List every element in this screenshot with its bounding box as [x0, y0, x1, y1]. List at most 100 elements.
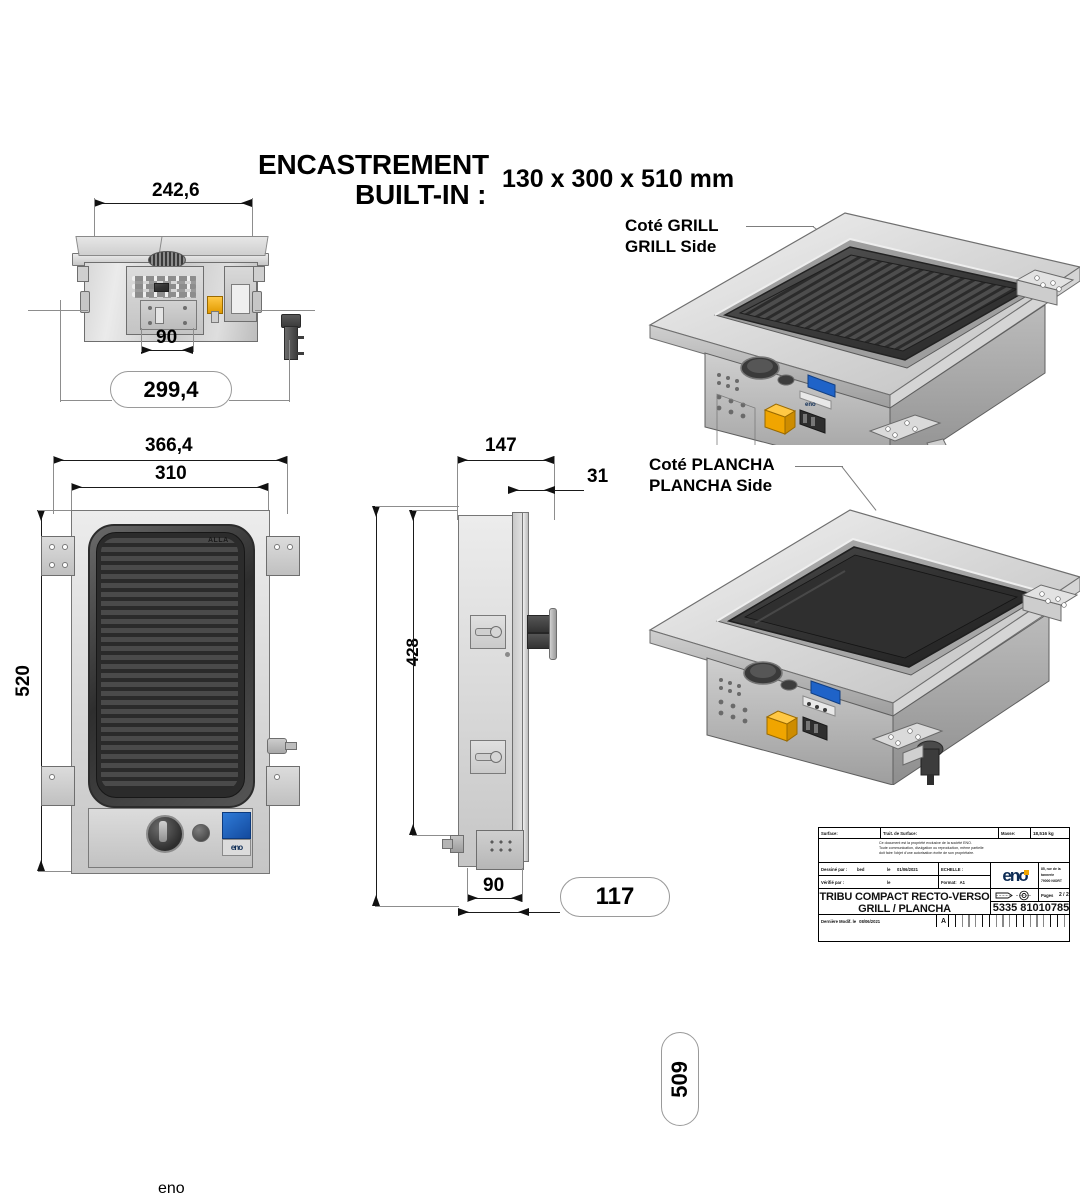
latch-bottom-pin: [490, 751, 502, 763]
tb-address-l1: 85, rue de la tannerie: [1041, 867, 1061, 877]
side-view-body: [458, 515, 514, 867]
dim-line-31: [508, 490, 554, 491]
tb-part-number: 5335 81010785: [991, 902, 1069, 915]
tb-checked-by-label: Vérifié par :: [819, 876, 855, 889]
dim-line-242-6: [94, 203, 252, 204]
dim-line-520: [41, 510, 42, 871]
dim-line-90-side: [467, 898, 522, 899]
screw-c: [148, 321, 152, 325]
tb-legal-l3: doit faire l'objet d'une autorisation éc…: [879, 850, 975, 855]
callout-plancha-leader-1: [795, 466, 843, 467]
bracket-hole-bl-1: [49, 774, 55, 780]
dim-line-117: [458, 912, 560, 913]
bracket-hole-tr-1: [274, 544, 280, 550]
dim-147: 147: [485, 435, 517, 456]
screw-b: [183, 306, 187, 310]
gas-valve-stem: [211, 311, 219, 323]
callout-plancha: Coté PLANCHA PLANCHA Side: [649, 455, 775, 496]
callout-plancha-fr: Coté PLANCHA: [649, 455, 775, 474]
page-title-fr: ENCASTREMENT: [258, 150, 489, 180]
tb-last-modified-value: 08/06/2021: [859, 918, 881, 924]
tb-checked-date-label: le: [885, 876, 895, 889]
ignition-button[interactable]: [192, 824, 210, 842]
dim-31: 31: [587, 466, 609, 487]
tb-mass-label: Masse:: [999, 828, 1031, 839]
iso-plancha-svg: [648, 509, 1080, 786]
dim-117: 117: [595, 883, 635, 910]
vent-slot-row-1: [132, 276, 196, 281]
inner-mounting-plate: [140, 300, 197, 330]
iso-grill-svg: eno: [648, 212, 1080, 476]
bracket-hole-tl-4: [62, 562, 68, 568]
tb-last-modified: Dernière Modif. le 08/06/2021: [819, 915, 937, 927]
bottom-gas-spout-tip: [442, 839, 453, 849]
dim-310: 310: [155, 463, 187, 484]
plate-stamp: ALLA: [208, 537, 229, 544]
callout-grill-leader-1: [746, 226, 814, 227]
dim-line-310: [71, 487, 268, 488]
page-title-line1: ENCASTREMENT: [258, 149, 489, 180]
brand-badge: eno: [222, 839, 251, 856]
centerline-right: [255, 310, 315, 311]
tb-legal-notice: Ce document est la propriété exclusive d…: [819, 839, 1069, 863]
logo-accent-dot: [1023, 869, 1029, 875]
dim-line-509: [376, 506, 377, 906]
side-connector-rod: [549, 608, 557, 660]
tb-revision: A: [937, 915, 949, 927]
vent-slot-row-3: [132, 292, 196, 297]
dim-299-4-box: 299,4: [110, 371, 232, 408]
builtin-dimensions: 130 x 300 x 510 mm: [502, 165, 735, 193]
front-side-connector: [267, 738, 287, 754]
tb-mass-value: 18,516 kg: [1031, 828, 1069, 839]
tb-legal-l2: Toute communication, divulgation ou repr…: [879, 845, 984, 850]
callout-grill-en: GRILL Side: [625, 236, 717, 256]
ext-509-top: [375, 506, 459, 507]
tb-title-l2: GRILL / PLANCHA: [858, 903, 951, 915]
ext-line-left-242: [94, 198, 95, 238]
front-view: 366,4 310 520 eno ALLA eno: [0, 420, 340, 1197]
dim-509-box: 509: [661, 1032, 699, 1126]
tb-drawn-by-value: bed: [855, 863, 885, 876]
ext-366-left: [53, 456, 54, 514]
eno-logo: eno: [1002, 865, 1028, 885]
bottom-vent-dots: [488, 838, 518, 858]
isometric-grill-view: eno: [645, 205, 1080, 476]
callout-grill: Coté GRILL GRILL Side: [625, 216, 719, 257]
grill-plate-brand: eno: [158, 1180, 185, 1197]
tb-address-cell: 85, rue de la tannerie 79000 NIORT: [1039, 863, 1069, 889]
ext-299-v-right: [289, 340, 290, 402]
tb-format-label-text: Format:: [941, 879, 957, 885]
tb-surface-treatment-label: Trait. de Surface:: [881, 828, 999, 839]
top-view: 242,6 90 299,4: [0, 0, 340, 420]
bracket-bottom-left: [41, 766, 75, 806]
tb-drawn-date-label: le: [885, 863, 895, 876]
blue-badge: [222, 812, 251, 839]
isometric-plancha-view: [645, 495, 1080, 786]
screw-a: [148, 306, 152, 310]
side-view-rim-edge: [522, 512, 529, 862]
centerline-left: [28, 310, 88, 311]
control-center-block: [154, 283, 169, 292]
ext-90-side-r: [522, 868, 523, 902]
bracket-hole-tl-2: [62, 544, 68, 550]
gas-connector-body: [284, 326, 298, 360]
bracket-hole-tl-3: [49, 562, 55, 568]
dim-line-90-top: [141, 350, 193, 351]
tb-checked-by-value: [855, 876, 885, 889]
mount-ear-right: [253, 266, 265, 282]
dim-299-4: 299,4: [143, 376, 199, 402]
front-side-connector-tip: [285, 742, 297, 750]
dim-line-147: [457, 460, 554, 461]
ext-90-side-l: [467, 868, 468, 902]
ext-520-top: [38, 510, 80, 511]
tb-drawn-by-label: Dessiné par :: [819, 863, 855, 876]
ext-90-right: [193, 328, 194, 352]
callout-plancha-en: PLANCHA Side: [649, 475, 773, 495]
dim-520: 520: [13, 665, 34, 697]
tb-title-block-name: TRIBU COMPACT RECTO-VERSO GRILL / PLANCH…: [819, 889, 991, 915]
fuse-slot: [155, 307, 164, 324]
side-connector-block2: [527, 633, 551, 649]
bracket-bottom-right: [266, 766, 300, 806]
page-title-en: BUILT-IN :: [355, 180, 486, 210]
tb-projection-symbol-cell: [991, 889, 1039, 902]
